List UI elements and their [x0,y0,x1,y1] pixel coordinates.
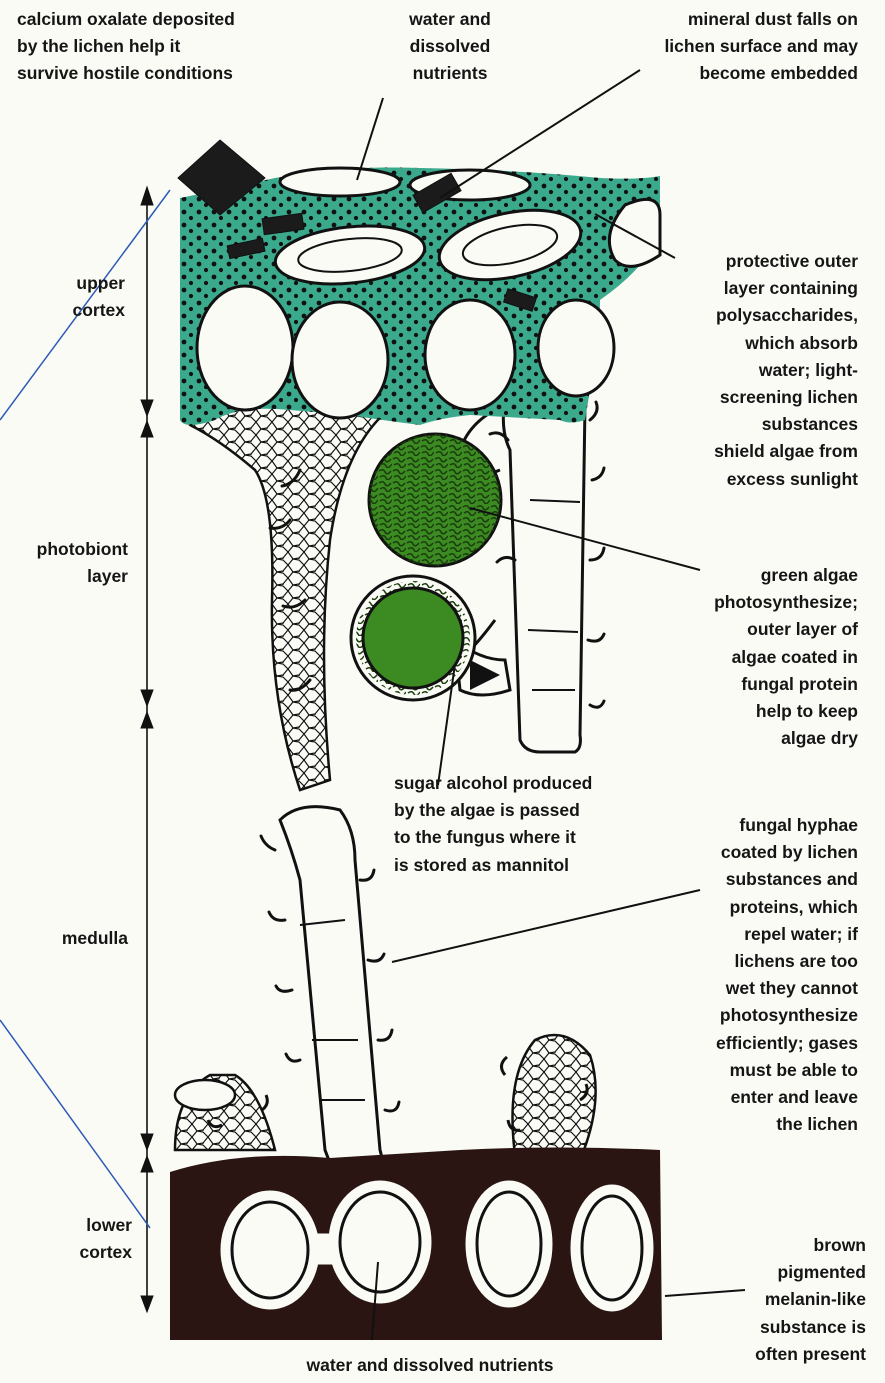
label-water-dissolved-nutrients-top: water and dissolved nutrients [385,6,515,88]
label-mineral-dust: mineral dust falls on lichen surface and… [610,6,858,88]
label-green-algae: green algae photosynthesize; outer layer… [690,562,858,752]
label-sugar-alcohol: sugar alcohol produced by the algae is p… [394,770,592,879]
annotation-lines [0,190,170,1228]
label-calcium-oxalate: calcium oxalate deposited by the lichen … [17,6,235,88]
label-protective-outer-layer: protective outer layer containing polysa… [680,248,858,493]
label-brown-pigment: brown pigmented melanin-like substance i… [700,1232,866,1368]
layer-scale-arrows [141,187,153,1312]
layer-label-medulla: medulla [20,925,128,952]
lower-cortex-band [170,1148,662,1341]
layer-label-upper-cortex: upper cortex [20,270,125,324]
layer-label-photobiont: photobiont layer [0,536,128,590]
label-water-dissolved-nutrients-bottom: water and dissolved nutrients [240,1352,620,1379]
layer-label-lower-cortex: lower cortex [20,1212,132,1266]
label-fungal-hyphae: fungal hyphae coated by lichen substance… [680,812,858,1138]
